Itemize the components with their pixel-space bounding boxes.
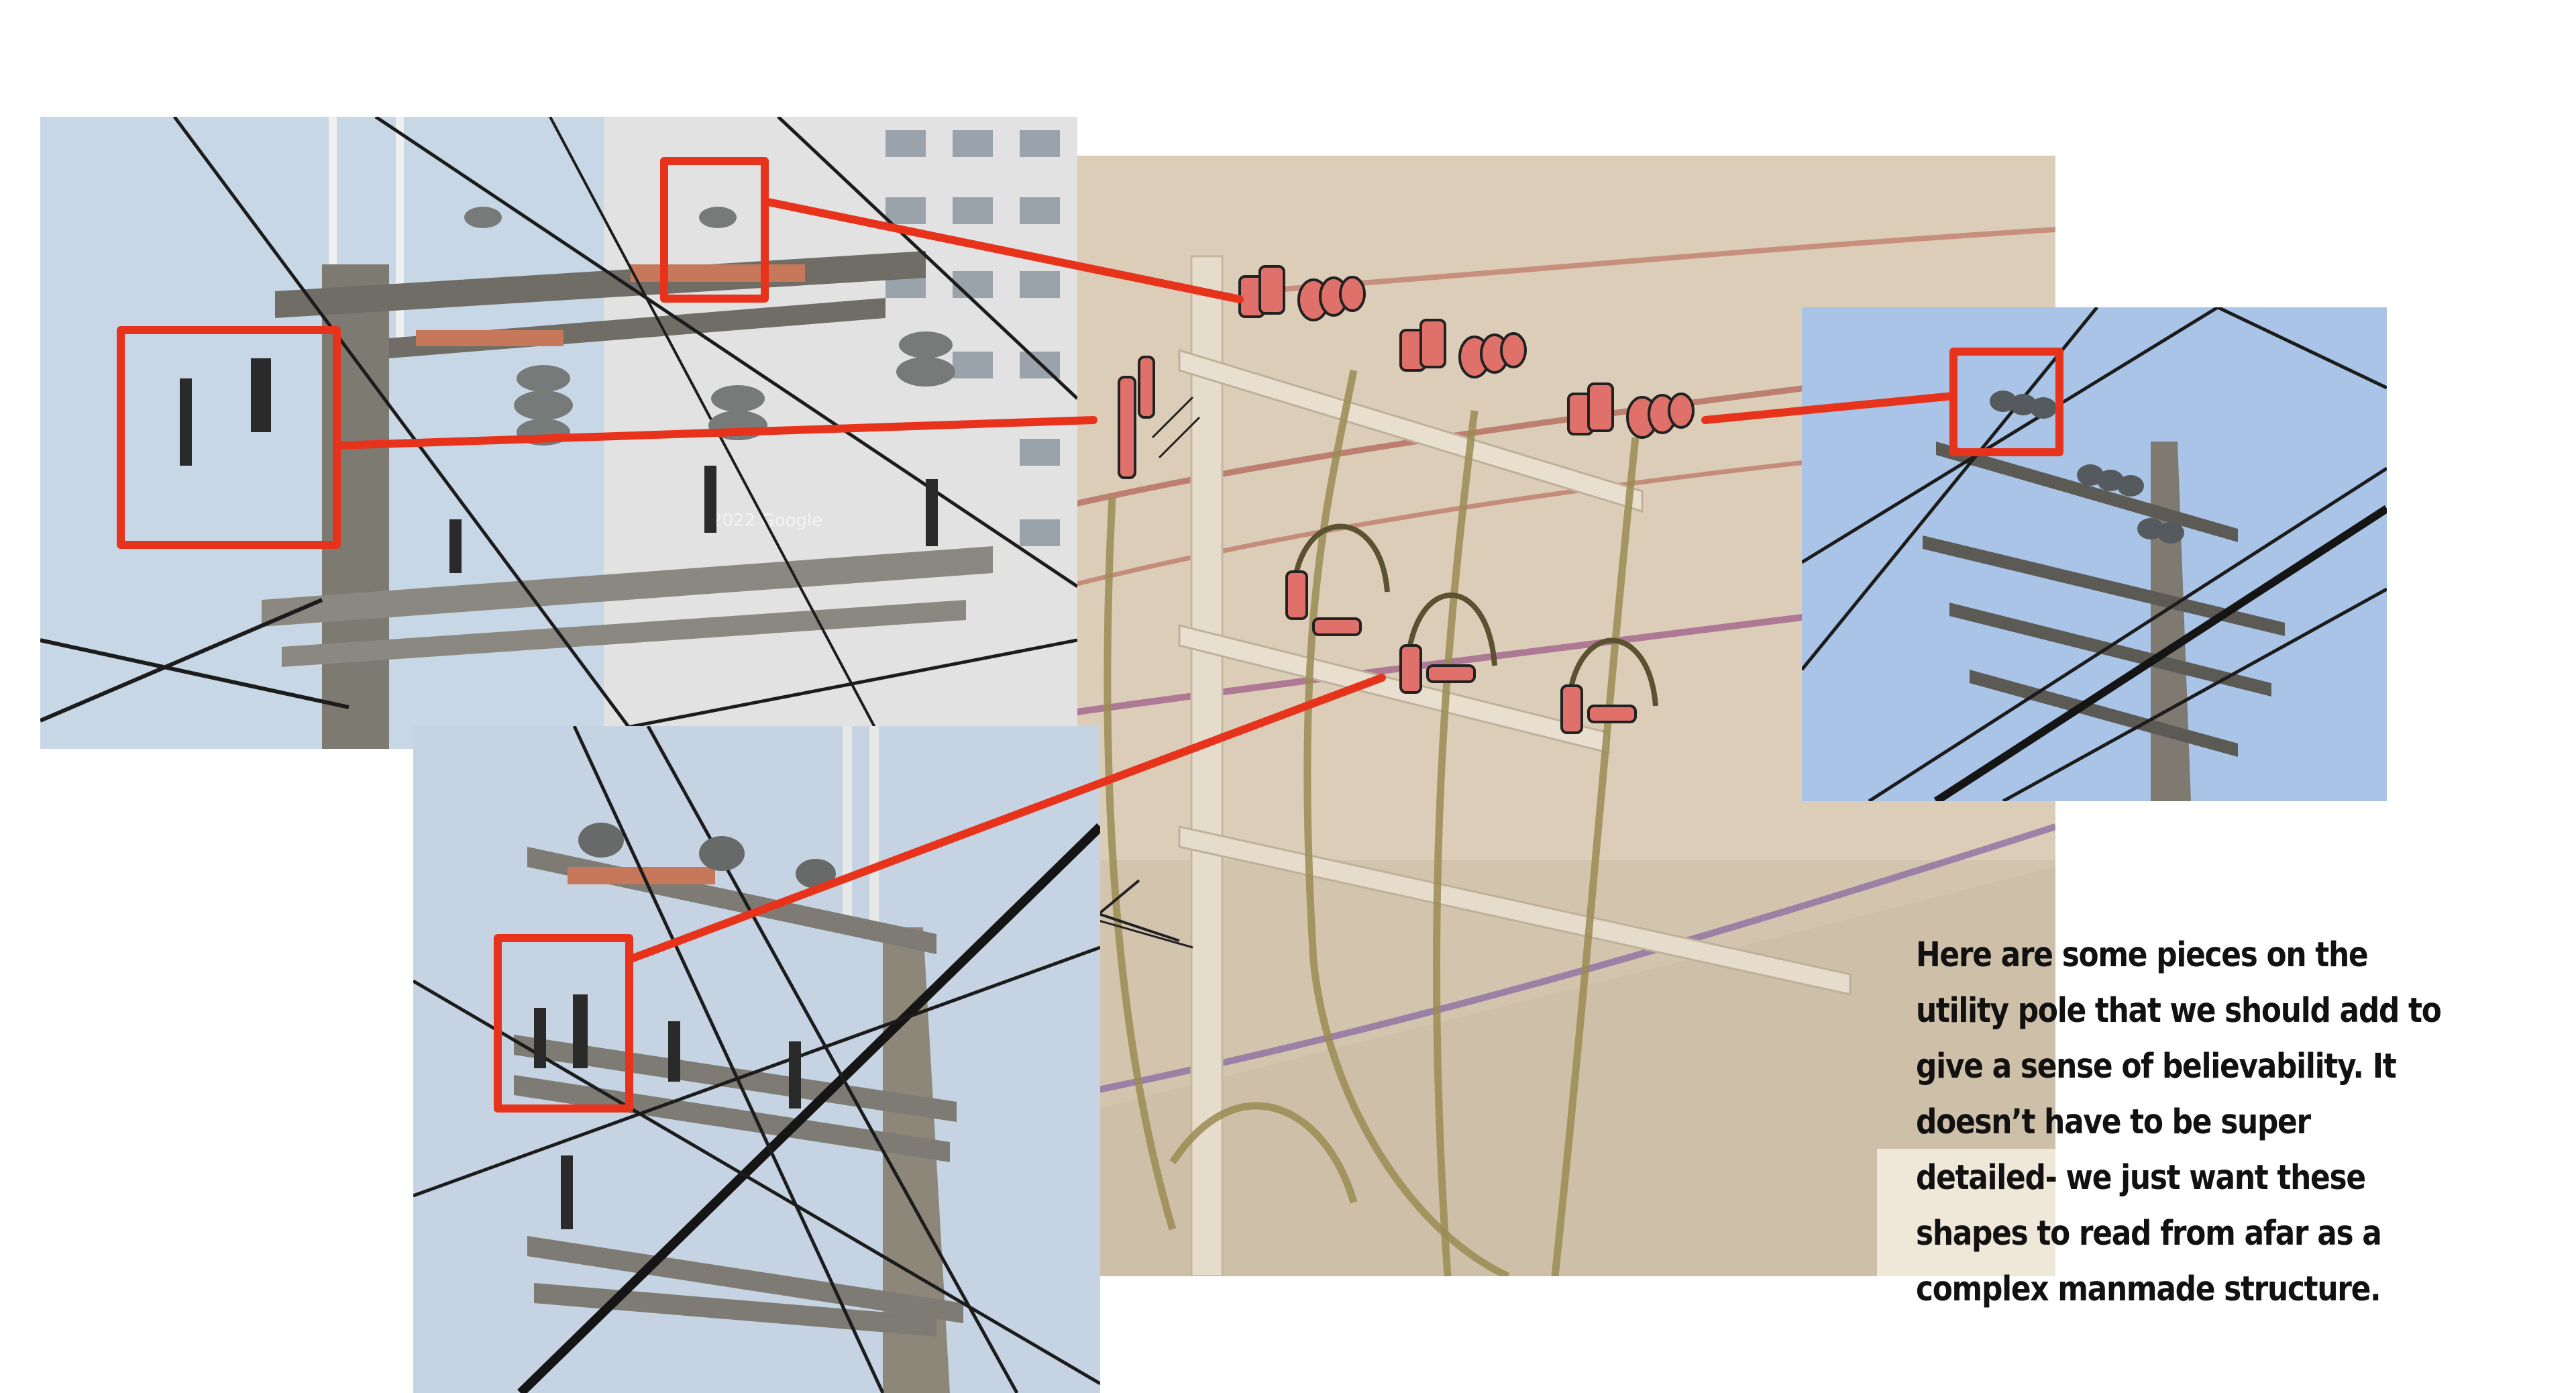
watermark-label: 2022 Google — [711, 511, 822, 531]
pole-photo-top-left: 2022 Google — [40, 117, 1077, 749]
photo-right — [1802, 307, 2387, 801]
pole-photo-bottom-left — [413, 726, 1100, 1393]
note-text: Here are some pieces on the utility pole… — [1916, 935, 2442, 1309]
photo-bottom-left — [413, 726, 1100, 1393]
pole-photo-right — [1802, 307, 2387, 801]
photo-top-left: 2022 Google — [40, 117, 1077, 749]
